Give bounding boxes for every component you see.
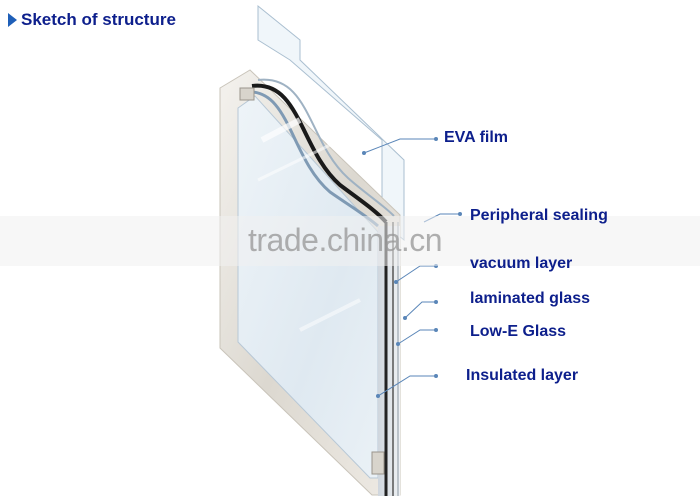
label-vacuum-layer: vacuum layer <box>470 255 572 273</box>
diagram-title-text: Sketch of structure <box>21 10 176 30</box>
triangle-right-icon <box>8 13 17 27</box>
label-peripheral-sealing: Peripheral sealing <box>470 207 608 225</box>
leader-low-e-glass <box>398 330 436 344</box>
watermark-text: trade.china.cn <box>248 222 442 259</box>
diagram-title: Sketch of structure <box>8 10 176 30</box>
spacer-clip-bottom <box>372 452 384 474</box>
label-insulated-layer: Insulated layer <box>466 367 578 385</box>
leader-laminated-glass <box>405 302 436 318</box>
leader-eva-film <box>364 139 436 153</box>
leader-vacuum-layer <box>396 266 436 282</box>
label-laminated-glass: laminated glass <box>470 290 590 308</box>
label-low-e-glass: Low-E Glass <box>470 323 566 341</box>
spacer-clip-top <box>240 88 254 100</box>
label-eva-film: EVA film <box>444 129 508 147</box>
